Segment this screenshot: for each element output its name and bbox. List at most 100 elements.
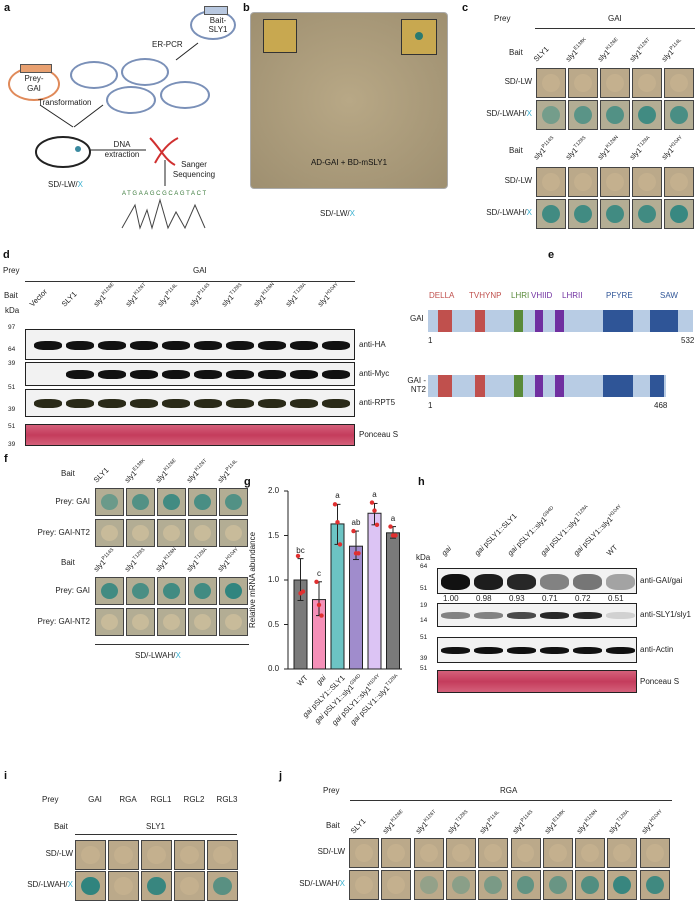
yeast-spot [568, 100, 598, 130]
band [194, 340, 222, 350]
data-point [332, 502, 338, 507]
colony [224, 524, 243, 542]
band [98, 340, 126, 350]
band [606, 574, 635, 590]
prey-name: GAI [608, 14, 622, 23]
panel-label-f: f [4, 453, 8, 465]
yeast-spot [600, 199, 630, 229]
domain-block [535, 310, 543, 332]
x-gal-text: X [339, 879, 345, 888]
bait-label: Bait [61, 558, 75, 567]
domain-label: DELLA [429, 291, 455, 300]
band [226, 370, 254, 379]
yeast-spot [219, 488, 248, 516]
colony [574, 205, 592, 223]
yeast-spot [536, 167, 566, 197]
yeast-spot [108, 840, 139, 870]
band [507, 612, 536, 619]
yeast-spot [174, 840, 205, 870]
yeast-spot [95, 488, 124, 516]
colony [81, 846, 100, 864]
medium-text: SD/-LWAH/ [299, 879, 340, 888]
yeast-spot [349, 870, 379, 900]
blot-anti-myc [25, 362, 355, 386]
yeast-spot [157, 488, 186, 516]
yeast-spot [568, 167, 598, 197]
er-pcr-label: ER-PCR [152, 40, 183, 49]
band [162, 370, 190, 379]
data-point [372, 508, 377, 513]
y-axis-label: Relative mRNA abundance [248, 531, 257, 629]
medium-label: SD/-LWAH/X [440, 109, 532, 118]
domain-label: PFYRE [606, 291, 633, 300]
blot-anti-gai-gai [437, 568, 637, 594]
prey-name: RGA [500, 786, 518, 795]
band-quantification: 0.71 [542, 594, 558, 603]
dna-extraction-label: DNA extraction [104, 140, 140, 159]
yeast-spot [607, 838, 638, 868]
yeast-spot [95, 519, 124, 547]
yeast-spot [126, 608, 155, 636]
yeast-spot [575, 870, 606, 900]
domain-block [603, 375, 633, 397]
prey-label: Prey [42, 795, 59, 804]
prey-name: GAI [193, 266, 207, 275]
band-quantification: 0.98 [476, 594, 492, 603]
x-gal-text: X [67, 880, 73, 889]
y-tick-label: 1.0 [268, 575, 280, 584]
colony [224, 613, 243, 631]
kda-marker: 39 [420, 655, 428, 662]
colony [193, 524, 212, 542]
yeast-spot [413, 870, 444, 900]
colony [670, 106, 688, 124]
data-point [319, 613, 324, 618]
colony [484, 844, 503, 862]
bait-label: Bait [326, 821, 340, 830]
data-point [337, 542, 343, 547]
kda-marker: 39 [8, 360, 16, 367]
band [194, 370, 222, 379]
yeast-spot [75, 840, 106, 870]
medium-label: SD/-LWAH/X [135, 651, 181, 660]
yeast-spot [188, 608, 217, 636]
domain-label: TVHYNP [469, 291, 502, 300]
colony [542, 74, 560, 92]
band [162, 399, 190, 408]
colony [670, 74, 688, 92]
significance-letter: bc [296, 545, 305, 555]
colony [180, 877, 199, 895]
significance-letter: a [372, 490, 377, 500]
dna-helix-icon [149, 137, 179, 166]
colony [81, 877, 100, 895]
band [540, 612, 569, 619]
mutant-plasmid-icon [121, 58, 169, 86]
yeast-spot [478, 870, 509, 900]
significance-letter: a [335, 491, 340, 501]
kda-marker: 51 [8, 384, 16, 391]
band [322, 340, 350, 350]
yeast-spot [575, 838, 606, 868]
yeast-spot [381, 838, 412, 868]
divider-line [25, 281, 355, 282]
colony [645, 844, 664, 862]
colony [147, 846, 166, 864]
colony [574, 173, 592, 191]
colony [670, 205, 688, 223]
colony [645, 876, 664, 894]
domain-block [535, 375, 543, 397]
colony [581, 844, 600, 862]
domain-block [555, 375, 564, 397]
divider-line [75, 834, 237, 835]
band [66, 399, 94, 408]
yeast-spot [188, 519, 217, 547]
yeast-spot [478, 838, 509, 868]
bait-name: SLY1 [146, 822, 165, 831]
band [573, 647, 602, 654]
colony [606, 106, 624, 124]
yeast-spot [188, 577, 217, 605]
data-point [295, 553, 301, 559]
kda-marker: 39 [8, 406, 16, 413]
data-point [374, 522, 380, 528]
yeast-spot [542, 870, 573, 900]
